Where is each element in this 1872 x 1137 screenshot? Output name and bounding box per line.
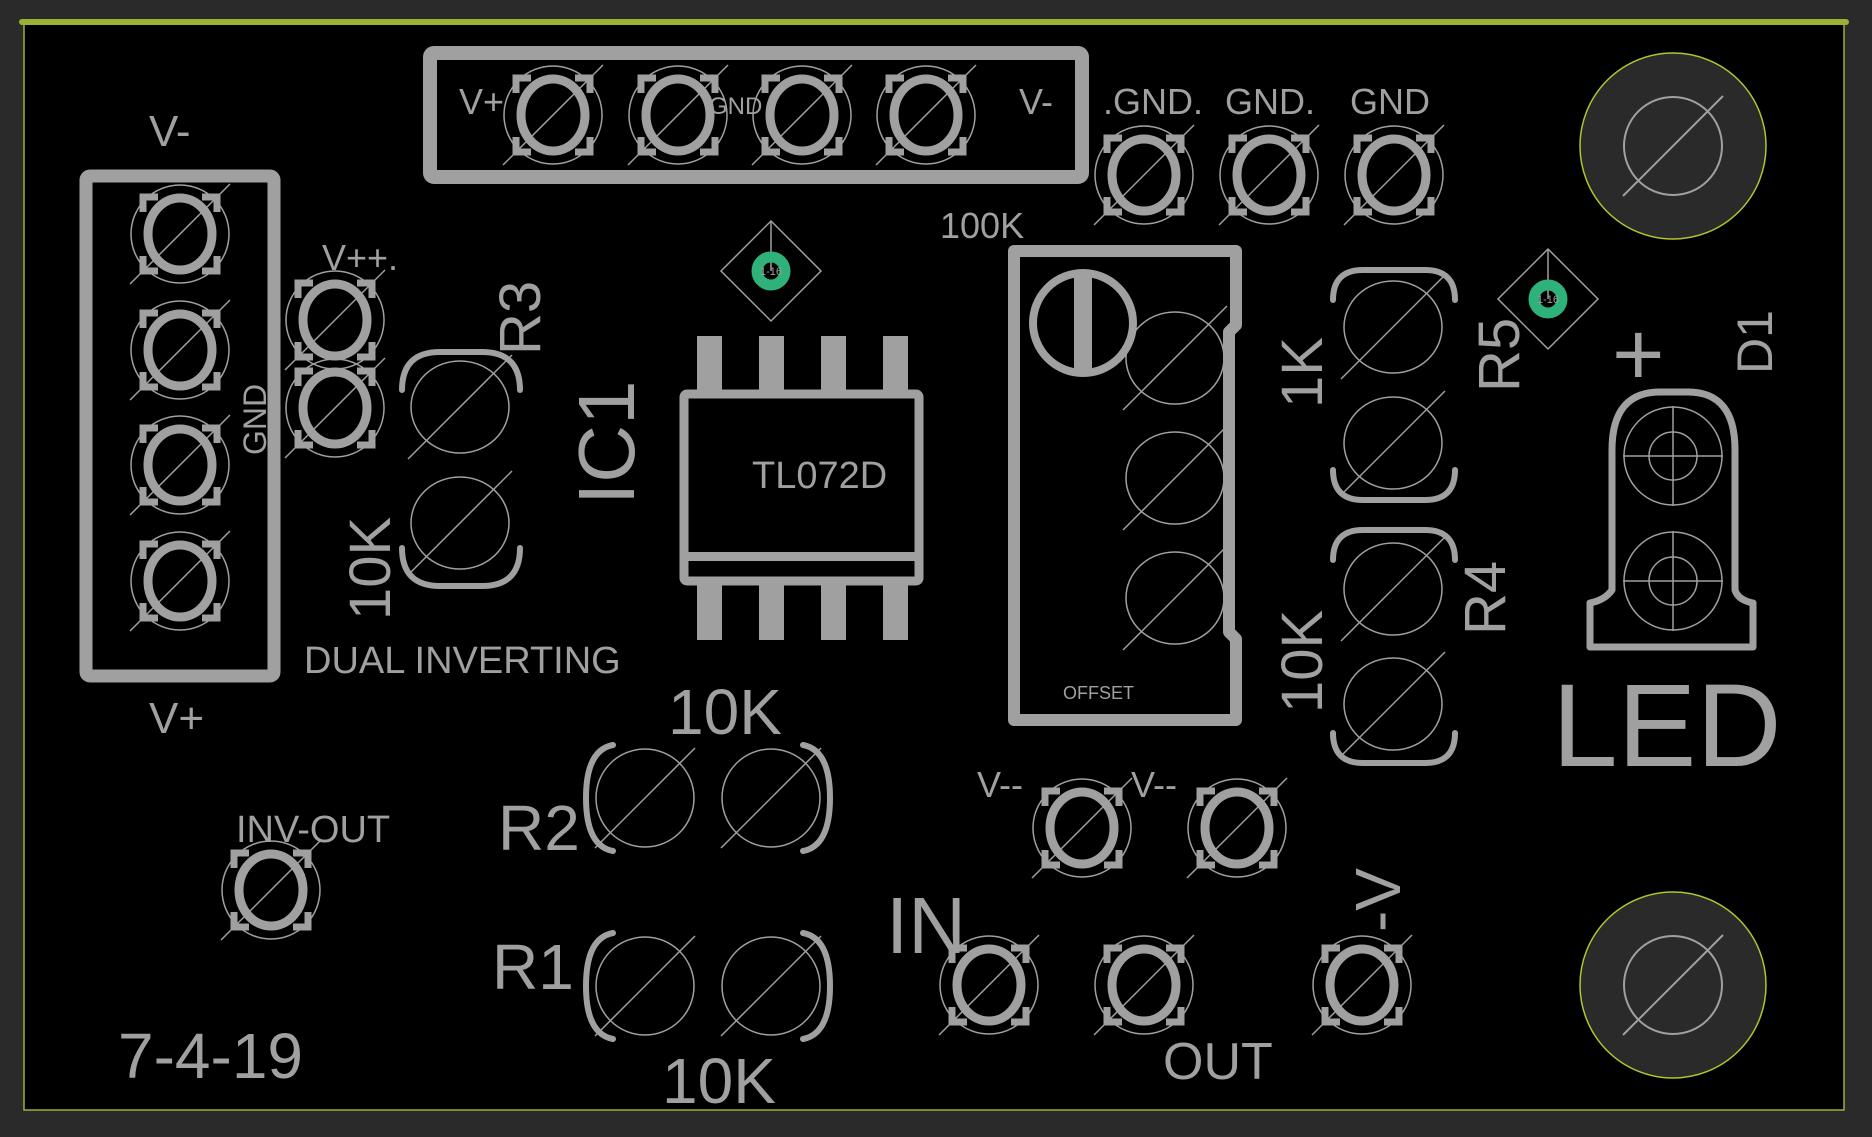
label-v-minus-top: V- [1019,81,1053,122]
label-inv-out: INV-OUT [236,809,390,851]
trimpot-offset [1008,245,1242,726]
vpp-pad[interactable] [285,270,385,370]
resistor-r1 [582,930,834,1042]
pad[interactable] [130,415,230,515]
label-v-minus-left: V- [149,107,191,156]
label-d1: D1 [1727,310,1783,374]
neg-v-pad[interactable] [1312,935,1412,1035]
resistor-r3 [399,349,523,589]
label-ic1: IC1 [562,381,651,506]
vmm-pad[interactable] [1032,778,1132,878]
label-gnd-pad-1: .GND. [1103,81,1203,122]
vmm-pad[interactable] [1187,778,1287,878]
label-r5-value: 1K [1270,337,1335,408]
ic1-part-number: TL072D [752,455,887,497]
label-vmm-2: V-- [1131,764,1177,805]
board-outline [23,21,1845,1111]
trimpot-label: OFFSET [1063,683,1134,703]
label-v-plus-left: V+ [149,694,204,743]
pad[interactable] [876,65,976,165]
power-connector-top [423,46,1089,184]
label-v-plus-top: V+ [459,81,504,122]
gnd-pad[interactable] [1344,125,1444,225]
pad[interactable] [130,531,230,631]
pad[interactable] [503,65,603,165]
mounting-hole-top [1579,52,1767,240]
label-r1-value: 10K [662,1045,776,1117]
label-r1: R1 [492,931,574,1003]
out-pad[interactable] [1094,935,1194,1035]
gnd-pad[interactable] [1219,125,1319,225]
led-label: LED [1552,660,1782,792]
trimpot-value: 100K [940,205,1024,246]
pad[interactable] [130,300,230,400]
label-r5: R5 [1467,318,1532,392]
in-pad[interactable] [939,935,1039,1035]
label-neg-v: -V [1342,868,1414,932]
resistor-r2 [582,742,834,854]
label-gnd-top: GND [709,93,762,120]
label-gnd-pad-3: GND [1350,81,1430,122]
label-gnd-left: GND [237,384,273,455]
pad[interactable] [752,65,852,165]
board-date: 7-4-19 [118,1020,303,1092]
label-r4-value: 10K [1270,609,1335,713]
label-gnd-pad-2: GND. [1225,81,1315,122]
resistor-r4 [1330,527,1458,766]
label-out: OUT [1163,1033,1273,1091]
power-connector-left [79,169,281,683]
label-r4: R4 [1453,561,1518,635]
resistor-r5 [1330,267,1458,503]
label-vmm-1: V-- [977,764,1023,805]
led-polarity-mark: + [1612,305,1665,405]
gnd-pad[interactable] [1094,125,1194,225]
label-vpp: V++. [322,237,398,278]
pad[interactable] [130,184,230,284]
mounting-hole-bottom [1579,891,1767,1079]
led-d1 [1586,388,1757,651]
via-r5-label: 1-16 [1537,294,1559,306]
vpp-pad[interactable] [285,358,385,458]
via-ic1-label: 1-16 [760,266,782,278]
ic1-soic8 [679,336,924,640]
label-r3: R3 [488,281,553,355]
board-title: DUAL INVERTING [304,640,621,682]
label-r3-value: 10K [338,516,403,620]
label-r2: R2 [498,792,580,864]
label-r2-value: 10K [668,676,782,748]
inv-out-pad[interactable] [221,840,321,940]
